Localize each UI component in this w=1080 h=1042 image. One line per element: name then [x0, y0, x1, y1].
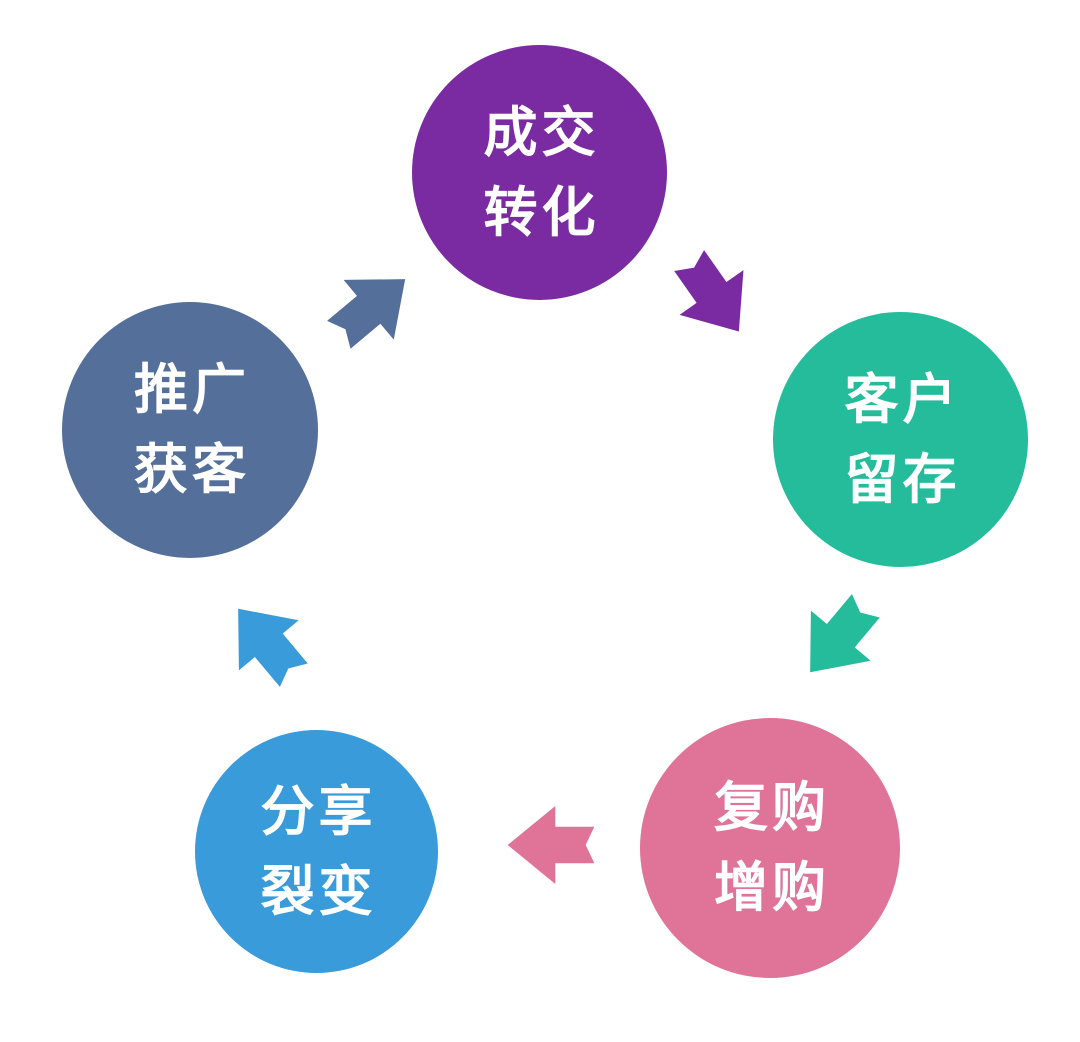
label-line: 分享: [260, 779, 377, 843]
label-line: 增购: [714, 856, 830, 919]
node-promotion-acquisition-label: 推广 获客: [130, 350, 250, 510]
arrow-shape: [507, 806, 595, 884]
arrow-shape: [327, 279, 406, 349]
arrow-conversion-to-retention-icon: [674, 250, 744, 332]
node-deal-conversion-label: 成交 转化: [480, 93, 600, 253]
label-line: 留存: [844, 447, 961, 511]
node-repurchase-upsell: 复购 增购: [640, 718, 900, 978]
label-line: 裂变: [260, 859, 377, 923]
label-line: 客户: [844, 367, 961, 431]
label-line: 推广: [134, 358, 250, 422]
node-share-fission-label: 分享 裂变: [257, 772, 377, 932]
arrow-promotion-to-conversion-icon: [327, 279, 406, 349]
arrow-shape: [810, 594, 880, 673]
node-deal-conversion: 成交 转化: [412, 45, 667, 300]
node-customer-retention-label: 客户 留存: [841, 360, 961, 520]
arrow-repurchase-to-fission-icon: [507, 806, 595, 884]
arrow-shape: [674, 250, 744, 332]
node-customer-retention: 客户 留存: [773, 312, 1028, 567]
node-promotion-acquisition: 推广 获客: [62, 302, 318, 558]
arrow-fission-to-promotion-icon: [238, 608, 308, 687]
node-repurchase-upsell-label: 复购 增购: [710, 768, 830, 928]
arrow-shape: [238, 608, 308, 687]
label-line: 转化: [483, 180, 600, 244]
label-line: 成交: [483, 100, 600, 164]
label-line: 获客: [134, 438, 250, 501]
arrow-retention-to-repurchase-icon: [810, 594, 880, 673]
label-line: 复购: [714, 776, 830, 840]
node-share-fission: 分享 裂变: [195, 730, 438, 973]
